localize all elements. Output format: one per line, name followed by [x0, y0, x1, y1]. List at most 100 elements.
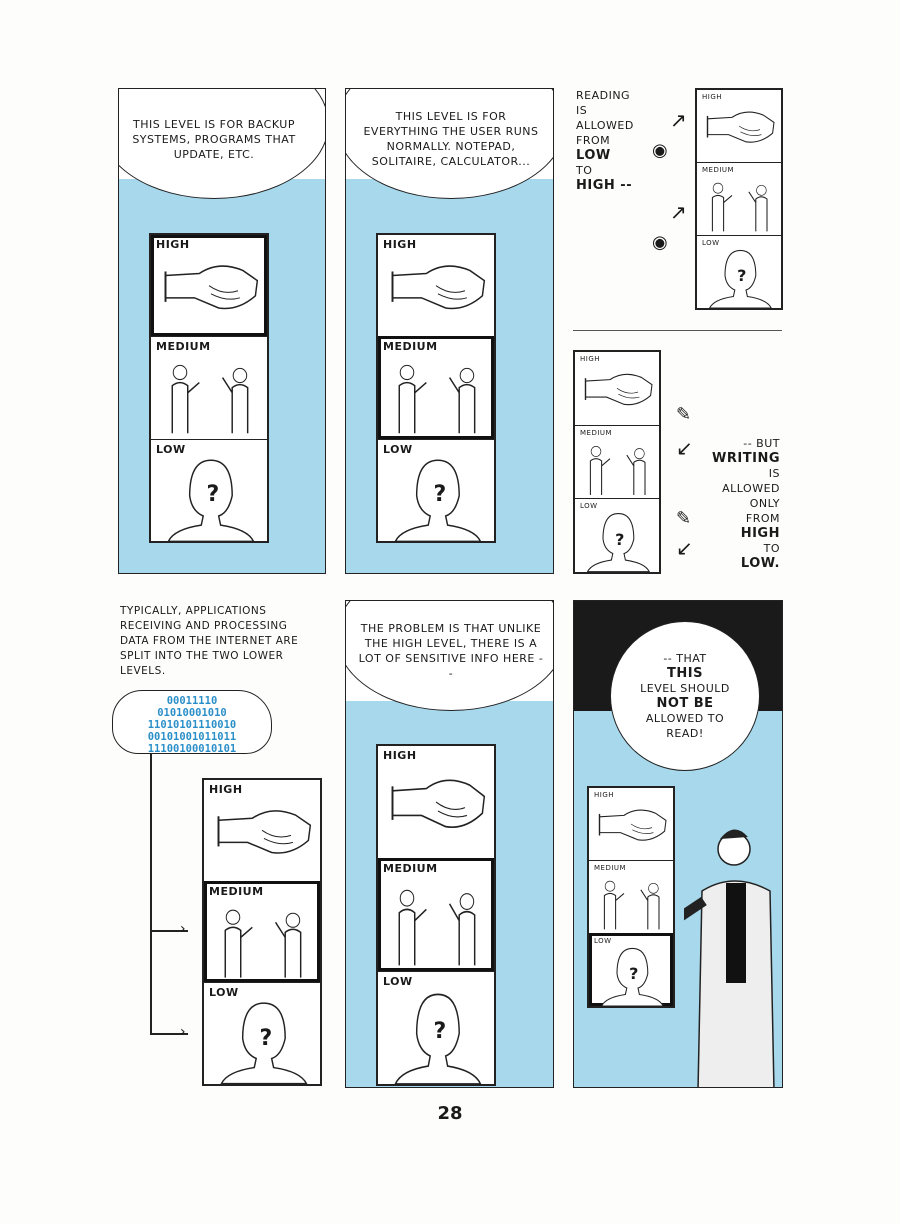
handshake-icon	[598, 809, 667, 841]
divider	[573, 330, 782, 331]
two-people-icon	[589, 445, 646, 495]
unknown-person-icon	[587, 513, 650, 573]
connector-line	[150, 754, 152, 1034]
caption-line: HIGH	[740, 526, 780, 541]
question-mark: ?	[259, 1025, 273, 1051]
level-low: LOW?	[151, 438, 267, 541]
level-label: HIGH	[383, 238, 417, 251]
caption-line: LOW	[576, 148, 611, 163]
level-label: LOW	[156, 442, 186, 456]
question-mark: ?	[433, 1019, 447, 1045]
level-medium: MEDIUM	[151, 336, 267, 438]
caption-line: WRITING	[712, 451, 780, 466]
level-label: LOW	[594, 937, 612, 945]
level-low: LOW?	[589, 933, 673, 1006]
level-label: HIGH	[156, 238, 190, 251]
level-low: LOW?	[378, 438, 494, 541]
unknown-person-icon	[709, 249, 772, 308]
handshake-icon	[164, 265, 259, 310]
two-people-icon	[711, 182, 768, 232]
presenter-figure	[684, 829, 775, 1087]
speech-bubble: THIS LEVEL IS FOR BACKUP SYSTEMS, PROGRA…	[119, 89, 325, 199]
question-mark: ?	[615, 529, 625, 549]
caption-internet: TYPICALLY, APPLICATIONS RECEIVING AND PR…	[120, 605, 299, 677]
handshake-icon	[217, 810, 312, 854]
caption-line: NOT BE	[656, 696, 714, 711]
caption-line: THIS	[667, 666, 703, 681]
level-label: HIGH	[702, 93, 723, 101]
page-number: 28	[437, 1103, 463, 1124]
handshake-icon	[391, 779, 486, 829]
arrow-right-icon	[150, 930, 188, 932]
panel-user-level: THIS LEVEL IS FOR EVERYTHING THE USER RU…	[345, 88, 554, 574]
level-label: MEDIUM	[580, 428, 613, 437]
level-label: LOW	[209, 986, 239, 1000]
two-people-icon	[171, 365, 249, 434]
level-high: HIGH	[575, 352, 659, 425]
level-label: LOW	[580, 502, 598, 511]
binary-row: 00011110	[166, 695, 218, 707]
handshake-icon	[391, 265, 486, 310]
arrow-down-icon: ↙	[676, 436, 693, 460]
arrow-down-icon: ↙	[676, 536, 693, 560]
level-label: HIGH	[594, 791, 615, 799]
level-low: LOW?	[697, 235, 781, 308]
level-label: LOW	[383, 975, 413, 988]
question-mark: ?	[433, 482, 447, 508]
level-low: LOW?	[378, 971, 494, 1084]
handshake-icon	[706, 111, 775, 143]
level-high: HIGH	[151, 235, 267, 337]
caption-line: -- BUT	[743, 437, 780, 450]
caption-line: FROM	[576, 134, 611, 147]
caption-line: TO	[763, 542, 780, 555]
level-label: HIGH	[383, 749, 417, 762]
two-people-icon	[398, 889, 476, 966]
unknown-person-icon	[167, 459, 255, 541]
level-medium: MEDIUM	[378, 336, 494, 439]
arrow-right-icon	[150, 1033, 188, 1035]
level-label: LOW	[383, 442, 413, 456]
eye-icon: ◉	[652, 232, 668, 253]
panel-backup-level: THIS LEVEL IS FOR BACKUP SYSTEMS, PROGRA…	[118, 88, 326, 574]
level-medium: MEDIUM	[575, 424, 659, 499]
caption-line: -- THAT	[663, 652, 707, 665]
caption-line: TO	[576, 164, 593, 177]
caption-line: ALLOWED TO	[645, 712, 725, 725]
caption-line: ALLOWED	[576, 119, 634, 132]
level-medium: MEDIUM	[697, 162, 781, 235]
level-high: HIGH	[697, 90, 781, 162]
handshake-icon	[584, 373, 653, 406]
level-medium: MEDIUM	[378, 858, 494, 971]
panel-sensitive-info: THE PROBLEM IS THAT UNLIKE THE HIGH LEVE…	[345, 600, 554, 1088]
unknown-person-icon	[601, 947, 664, 1006]
level-label: MEDIUM	[383, 862, 438, 875]
caption-line: HIGH --	[576, 178, 633, 193]
caption-line: FROM	[745, 512, 780, 525]
caption-line: LOW.	[740, 556, 780, 571]
caption-line: ONLY	[749, 497, 780, 510]
caption-line: IS	[576, 104, 588, 117]
pencil-icon: ✎	[676, 404, 692, 425]
two-people-icon	[603, 880, 660, 930]
caption-line: READING	[576, 89, 631, 102]
level-high: HIGH	[378, 746, 494, 858]
unknown-person-icon	[394, 459, 482, 541]
level-medium: MEDIUM	[204, 880, 320, 983]
level-label: MEDIUM	[209, 884, 264, 898]
level-label: LOW	[702, 239, 720, 247]
caption-line: IS	[768, 467, 780, 480]
binary-row: 11010101110010	[147, 719, 237, 731]
level-medium: MEDIUM	[589, 860, 673, 933]
pencil-icon: ✎	[676, 508, 692, 529]
level-label: MEDIUM	[383, 340, 438, 354]
level-high: HIGH	[589, 788, 673, 860]
level-label: HIGH	[580, 355, 601, 363]
